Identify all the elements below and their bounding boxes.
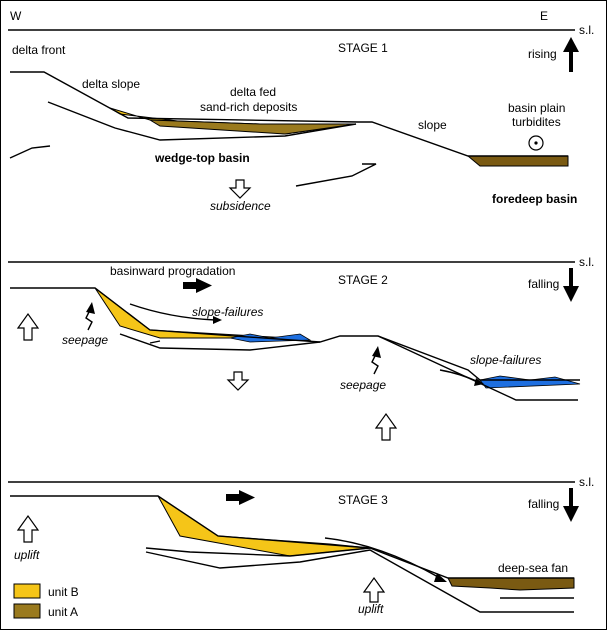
seepage-arrow-icon-2 — [371, 346, 381, 375]
slope-failure-arrow-2 — [439, 369, 479, 383]
stage2-title: STAGE 2 — [338, 273, 388, 287]
basin-plain-label-2: turbidites — [512, 115, 561, 129]
seepage-arrow-icon-1 — [85, 302, 95, 331]
delta-fed-label-2: sand-rich deposits — [200, 100, 297, 114]
slope-failure-arrow-head-1 — [213, 316, 222, 324]
east-label: E — [540, 9, 548, 23]
subsidence-arrow-icon — [228, 179, 252, 199]
seafloor-line-2 — [10, 287, 580, 381]
thrust-line-1a — [9, 145, 51, 159]
delta-slope-label: delta slope — [82, 77, 140, 91]
subsidence-label: subsidence — [210, 199, 271, 213]
sea-level-label-1: s.l. — [579, 23, 594, 37]
basin-plain-label-1: basin plain — [508, 101, 565, 115]
west-label: W — [10, 9, 22, 23]
progradation-arrow-icon-2 — [226, 490, 255, 505]
flow-arrow-3 — [324, 537, 441, 579]
slope-label: slope — [418, 118, 447, 132]
uplift-arrow-icon-2b — [374, 412, 398, 441]
uplift-label-2: uplift — [358, 602, 384, 616]
rising-label: rising — [528, 47, 557, 61]
stage1-title: STAGE 1 — [338, 41, 388, 55]
legend: unit B unit A — [13, 583, 79, 619]
slope-failures-label-1: slope-failures — [192, 305, 263, 319]
uplift-arrow-icon-3a — [16, 514, 40, 543]
basin-lower-line-2 — [377, 335, 578, 401]
delta-fed-label-1: delta fed — [230, 85, 276, 99]
subsidence-arrow-icon-2 — [226, 371, 250, 391]
falling-label-1: falling — [528, 277, 559, 291]
slope-failure-arrow-1 — [129, 303, 216, 321]
deep-sea-fan-deposit — [447, 577, 575, 591]
falling-label-2: falling — [528, 497, 559, 511]
falling-arrow-icon-2 — [563, 488, 579, 522]
seafloor-line-1 — [10, 71, 568, 157]
delta-front-label: delta front — [12, 43, 66, 57]
basin-base-line-3b — [145, 549, 574, 613]
flow-direction-icon — [528, 135, 544, 151]
sea-level-label-2: s.l. — [579, 255, 594, 269]
deep-sea-fan-label: deep-sea fan — [498, 561, 568, 575]
flow-arrow-head-3 — [434, 573, 447, 582]
stage3-title: STAGE 3 — [338, 493, 388, 507]
sea-level-label-3: s.l. — [579, 475, 594, 489]
basin-base-line-2 — [119, 333, 321, 351]
slope-failure-deposit-2b — [479, 375, 581, 389]
basin-base-line-3a — [145, 547, 371, 557]
lens-mark-2 — [149, 340, 161, 344]
uplift-label-1: uplift — [14, 548, 40, 562]
basinward-label: basinward progradation — [110, 264, 235, 278]
thrust-line-1b — [295, 163, 377, 187]
basin-base-line-1 — [47, 101, 357, 141]
rising-arrow-icon — [563, 37, 579, 72]
progradation-arrow-icon-1 — [183, 278, 212, 293]
basin-plain-deposit — [466, 155, 569, 167]
slope-failures-label-2: slope-failures — [470, 353, 541, 367]
uplift-arrow-icon-2a — [16, 312, 40, 341]
seepage-label-1: seepage — [62, 333, 108, 347]
seafloor-line-3 — [10, 495, 574, 579]
legend-label-unit-a: unit A — [48, 605, 78, 619]
falling-arrow-icon-1 — [563, 268, 579, 302]
uplift-arrow-icon-3b — [362, 576, 386, 603]
legend-swatch-unit-b — [13, 583, 41, 599]
unit-a-deposit-1 — [149, 119, 357, 135]
foredeep-label: foredeep basin — [492, 192, 577, 206]
slope-failure-arrow-head-2 — [474, 378, 484, 386]
wedge-top-label: wedge-top basin — [154, 151, 250, 165]
seepage-label-2: seepage — [340, 378, 386, 392]
legend-swatch-unit-a — [13, 603, 41, 619]
legend-label-unit-b: unit B — [48, 585, 79, 599]
